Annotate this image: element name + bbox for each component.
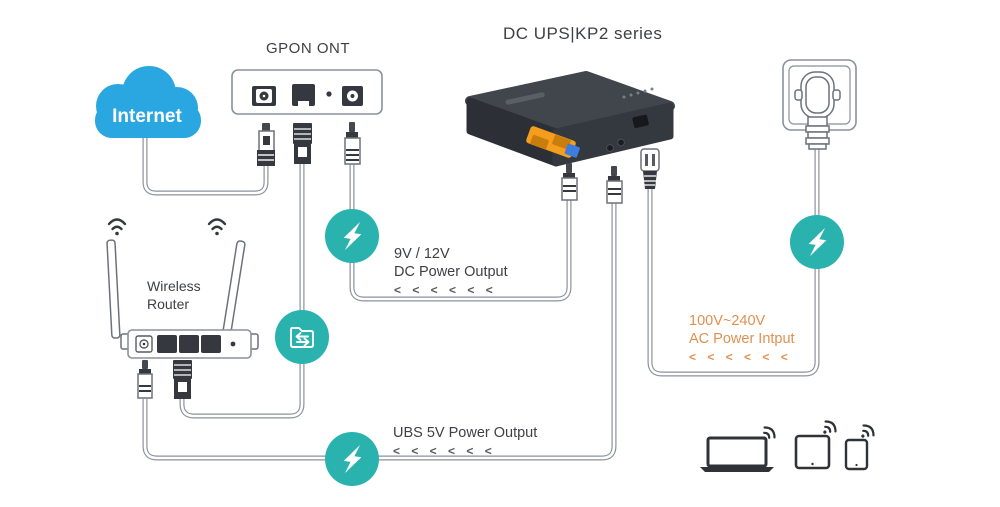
fiber-connector — [257, 123, 275, 166]
data-badge — [275, 310, 329, 364]
ac-input-name: AC Power Intput — [689, 331, 795, 348]
dc-power-cable — [349, 161, 572, 302]
ac-input-label: 100V~240V AC Power Intput < < < < < < — [689, 312, 795, 365]
dc-output-arrows: < < < < < < — [394, 283, 497, 298]
router-button — [230, 341, 236, 347]
phone-icon — [844, 438, 869, 471]
internet-cloud — [95, 66, 201, 138]
dc-ups — [465, 71, 675, 167]
ac-input-arrows: < < < < < < — [689, 350, 792, 365]
lightning-icon — [808, 227, 827, 257]
page-title: DC UPS|KP2 series — [503, 24, 663, 43]
dc-output-plug — [561, 163, 578, 201]
wireless-router-label-line1: Wireless — [147, 278, 201, 294]
dc-jack-port — [342, 86, 363, 106]
dc-output-voltage: 9V / 12V — [394, 246, 450, 262]
usb-output-arrows: < < < < < < — [393, 444, 496, 459]
antenna — [221, 240, 246, 339]
power-badge — [325, 432, 379, 486]
ac-input-connector — [640, 148, 660, 189]
ac-inlet-port — [632, 114, 649, 129]
router-dc-jack — [135, 335, 153, 353]
laptop-icon — [700, 436, 774, 472]
usb-output-port — [564, 143, 580, 158]
wifi-icon — [207, 218, 227, 236]
wifi-icon — [762, 426, 776, 440]
round-input-ports — [606, 138, 625, 152]
router-ethernet-plug — [173, 360, 192, 399]
dc-output-ports — [526, 126, 576, 158]
usb-output-name: UBS 5V Power Output — [393, 425, 538, 441]
reset-button — [326, 91, 332, 97]
dc-output-label: 9V / 12V DC Power Output < < < < < < — [394, 245, 508, 298]
router-dc-plug — [137, 360, 153, 399]
led-indicators — [622, 87, 654, 99]
antenna — [106, 239, 121, 339]
power-badge — [790, 215, 844, 269]
ac-input-voltage: 100V~240V — [689, 313, 766, 329]
wifi-icon — [823, 420, 837, 434]
power-badge — [325, 209, 379, 263]
ethernet-connector — [293, 123, 312, 164]
gpon-ont-label: GPON ONT — [266, 40, 351, 57]
wifi-icon — [107, 218, 127, 236]
dc-barrel-plug — [344, 122, 361, 165]
optical-port — [252, 86, 276, 106]
wireless-router-label-line2: Router — [147, 295, 190, 312]
ac-power-cable — [647, 147, 820, 377]
usb-output-label: UBS 5V Power Output < < < < < < — [393, 424, 537, 459]
gpon-ont — [231, 69, 383, 115]
usb-5v-plug — [606, 166, 623, 204]
tablet-icon — [794, 434, 831, 470]
wall-outlet-plug — [782, 59, 857, 150]
wireless-router — [106, 218, 259, 359]
lightning-icon — [343, 221, 362, 251]
brand-mark — [505, 92, 545, 105]
wireless-router-label: Wireless Router — [147, 278, 201, 313]
ethernet-cable — [179, 160, 305, 419]
fiber-cable — [142, 131, 269, 196]
router-lan-ports — [157, 335, 221, 353]
lan-port — [292, 84, 315, 106]
data-transfer-icon — [290, 327, 314, 348]
wifi-icon — [861, 424, 875, 438]
lightning-icon — [343, 444, 362, 474]
dc-output-name: DC Power Output — [394, 264, 508, 281]
internet-label: Internet — [112, 106, 182, 127]
usb-power-cable — [142, 201, 617, 461]
